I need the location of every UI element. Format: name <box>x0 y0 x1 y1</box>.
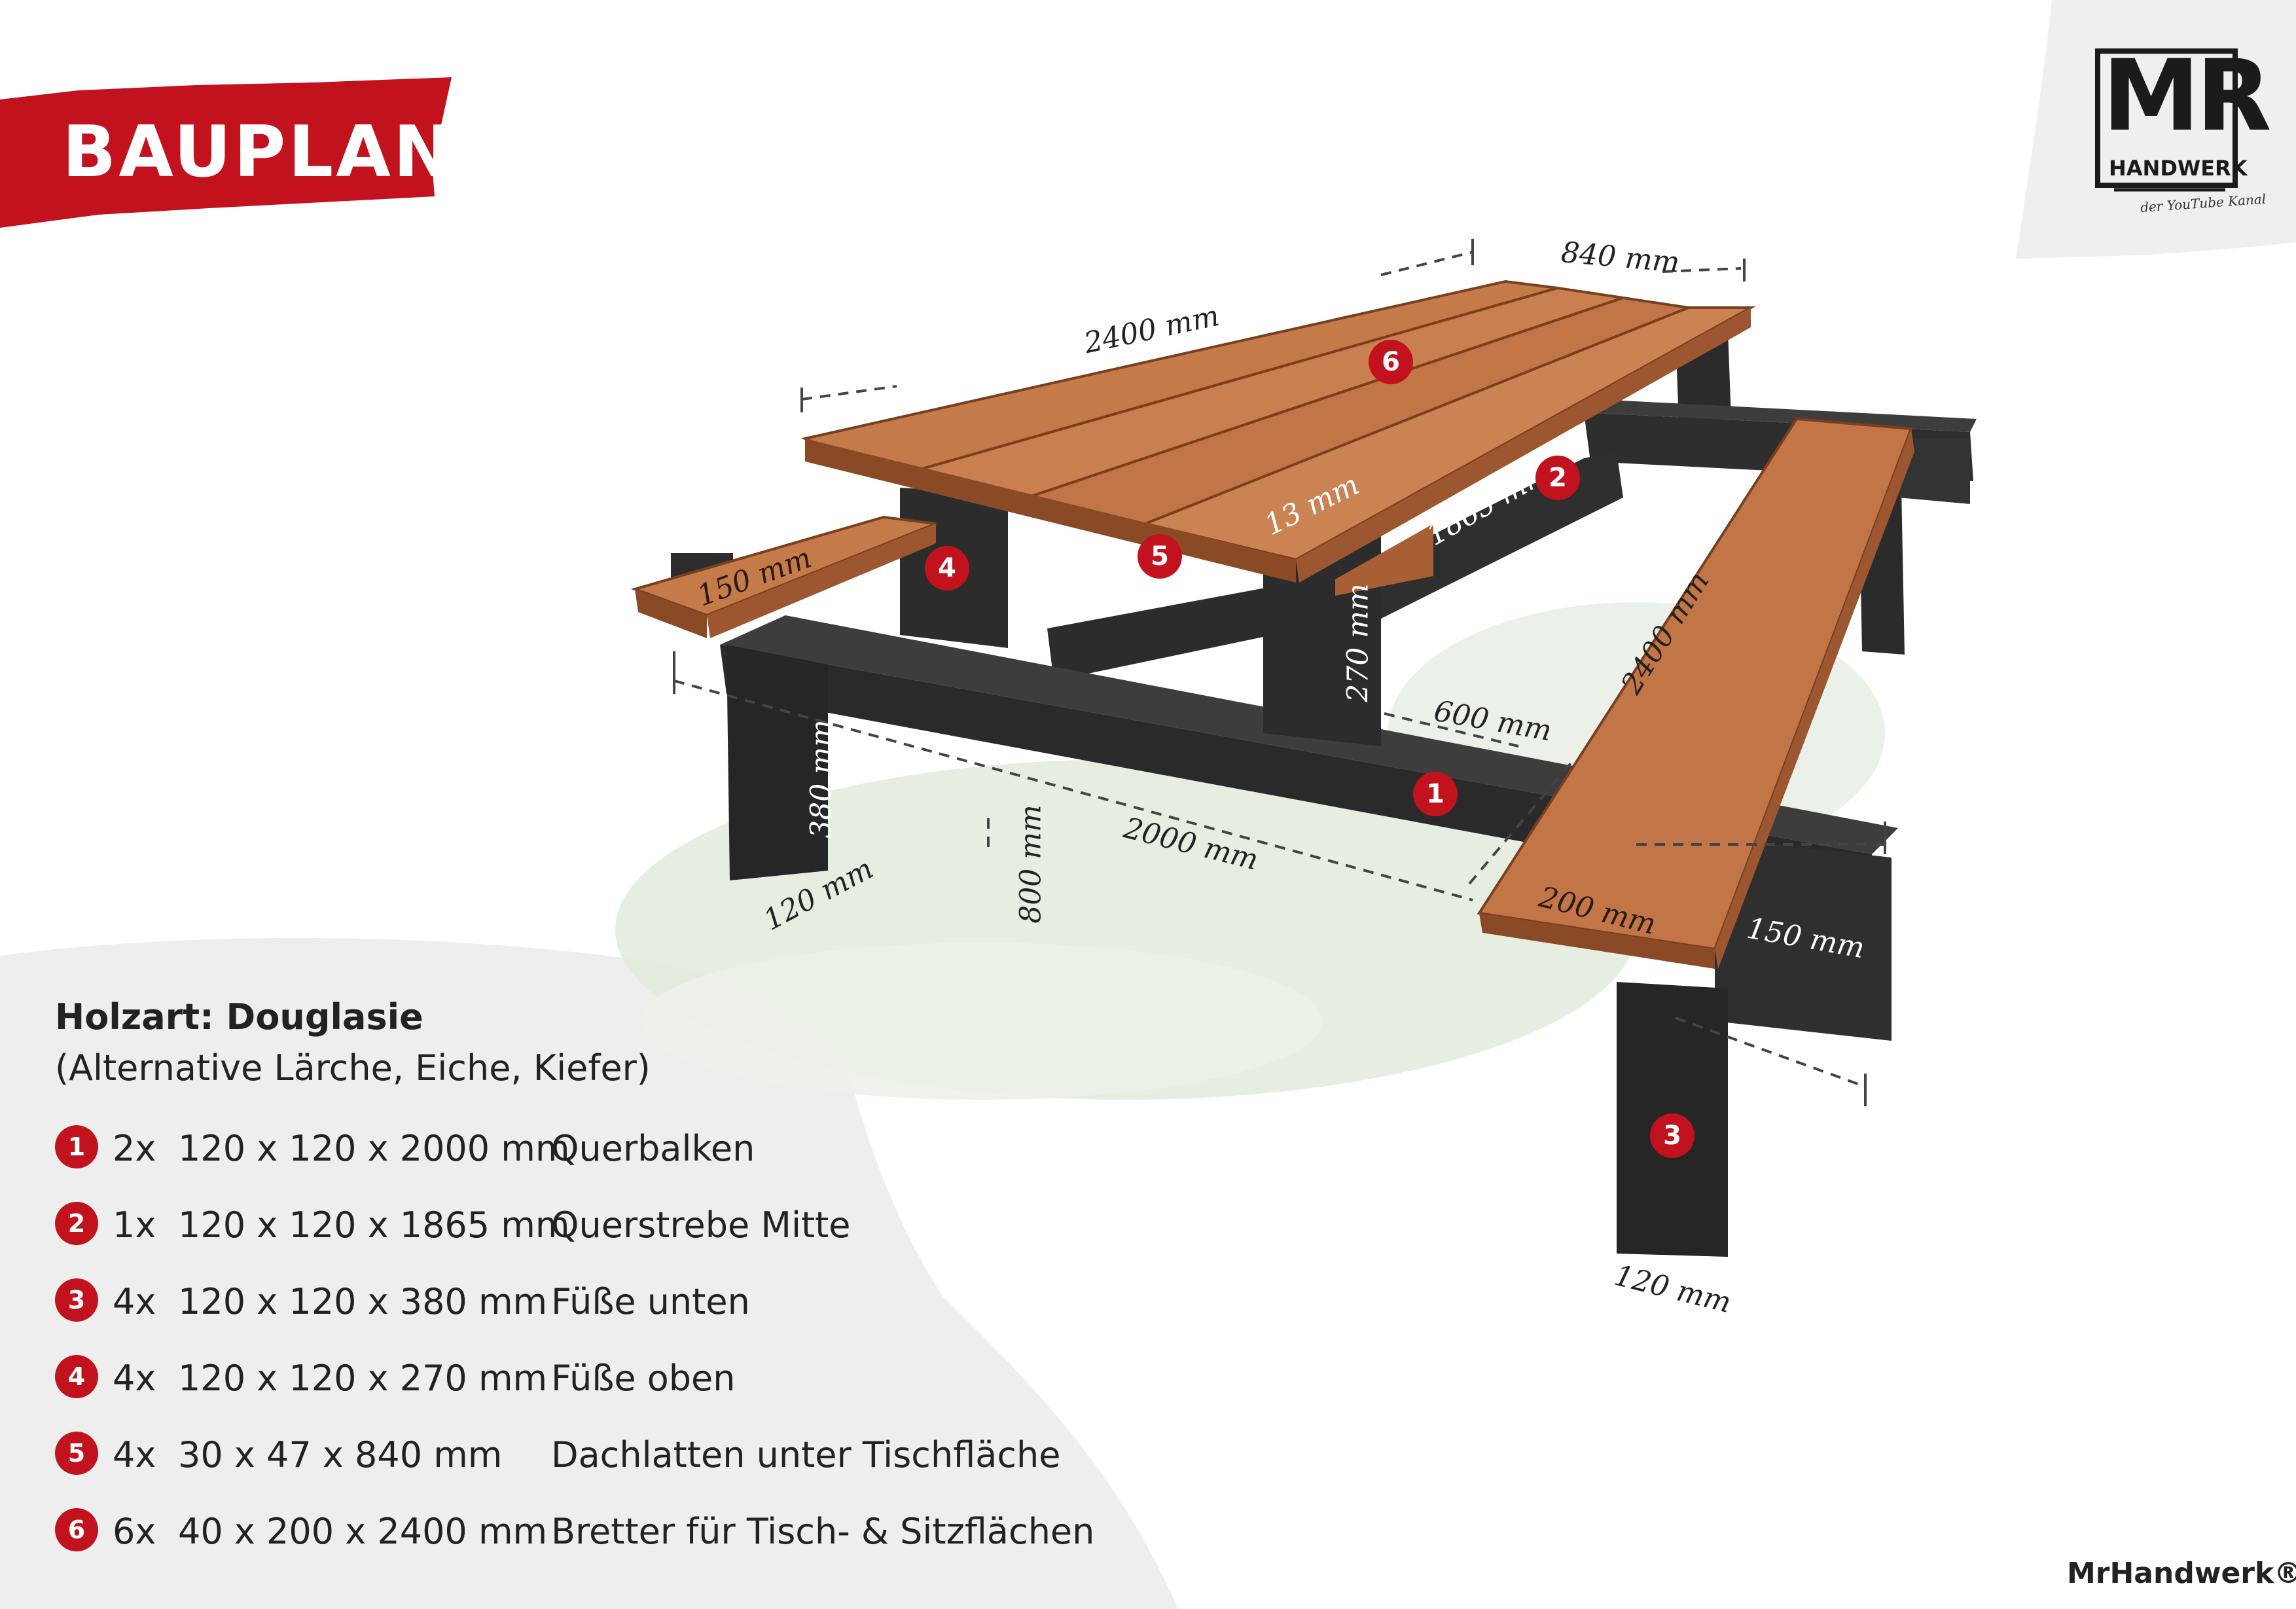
logo-frame <box>2095 48 2238 188</box>
logo-mr: MR <box>2102 39 2272 153</box>
part-quantity: 4x <box>113 1434 156 1475</box>
part-number-badge: 2 <box>55 1202 98 1245</box>
material-title: Holzart: Douglasie <box>55 996 423 1038</box>
part-dimensions: 120 x 120 x 380 mm <box>178 1281 548 1322</box>
part-quantity: 4x <box>113 1281 156 1322</box>
part-dimensions: 120 x 120 x 1865 mm <box>178 1204 570 1246</box>
dim-total-height: 800 mm <box>1014 804 1048 924</box>
table-top-right-edge <box>1296 308 1751 583</box>
badge-6: 6 <box>1369 340 1413 384</box>
part-dimensions: 120 x 120 x 2000 mm <box>178 1128 570 1169</box>
part-description: Bretter für Tisch- & Sitzflächen <box>551 1511 1095 1552</box>
dim-upper-leg-height: 270 mm <box>1341 583 1375 702</box>
badge-1: 1 <box>1413 772 1458 816</box>
dimension-lines <box>673 251 1885 1088</box>
left-bench-side <box>707 524 936 638</box>
badge-3: 3 <box>1650 1113 1695 1158</box>
logo-handwerk: HANDWERK <box>2109 156 2248 181</box>
part-number-badge: 1 <box>55 1125 98 1168</box>
badge-4: 4 <box>925 546 969 590</box>
part-description: Füße unten <box>551 1281 750 1322</box>
part-dimensions: 40 x 200 x 2400 mm <box>178 1511 548 1552</box>
material-alternatives: (Alternative Lärche, Eiche, Kiefer) <box>55 1047 651 1089</box>
back-seat-support <box>1898 439 1970 504</box>
part-number-badge: 4 <box>55 1355 98 1398</box>
part-quantity: 2x <box>113 1128 156 1169</box>
part-description: Füße oben <box>551 1358 736 1399</box>
right-bench-side-edge <box>1715 429 1914 969</box>
bauplan-banner <box>0 77 452 228</box>
back-crossbeam-top <box>1584 399 1977 432</box>
bottom-left-panel <box>0 937 1178 1609</box>
part-description: Dachlatten unter Tischfläche <box>551 1434 1061 1475</box>
left-bench-edge <box>635 589 707 638</box>
top-right-panel <box>2016 0 2296 259</box>
badge-5: 5 <box>1138 534 1182 579</box>
front-right-beam-end <box>1715 838 1892 1041</box>
part-quantity: 6x <box>113 1511 156 1552</box>
banner-title: BAUPLAN <box>62 111 456 193</box>
part-quantity: 4x <box>113 1358 156 1399</box>
part-dimensions: 30 x 47 x 840 mm <box>178 1434 503 1475</box>
part-dimensions: 120 x 120 x 270 mm <box>178 1358 548 1399</box>
footer-brand: MrHandwerk® <box>2067 1557 2296 1590</box>
front-left-leg-lower <box>726 645 828 880</box>
part-number-badge: 5 <box>55 1432 98 1475</box>
part-quantity: 1x <box>113 1204 156 1246</box>
badge-2: 2 <box>1535 456 1580 500</box>
table-top-rail <box>1335 524 1433 596</box>
dimension-ticks <box>673 239 1886 1106</box>
dim-lower-leg-height: 380 mm <box>804 719 838 839</box>
ground-shadow-3 <box>641 943 1322 1100</box>
part-description: Querstrebe Mitte <box>551 1204 851 1246</box>
right-bench-front-edge <box>1479 913 1715 969</box>
part-description: Querbalken <box>551 1128 755 1169</box>
part-number-badge: 3 <box>55 1278 98 1322</box>
part-number-badge: 6 <box>55 1508 98 1551</box>
